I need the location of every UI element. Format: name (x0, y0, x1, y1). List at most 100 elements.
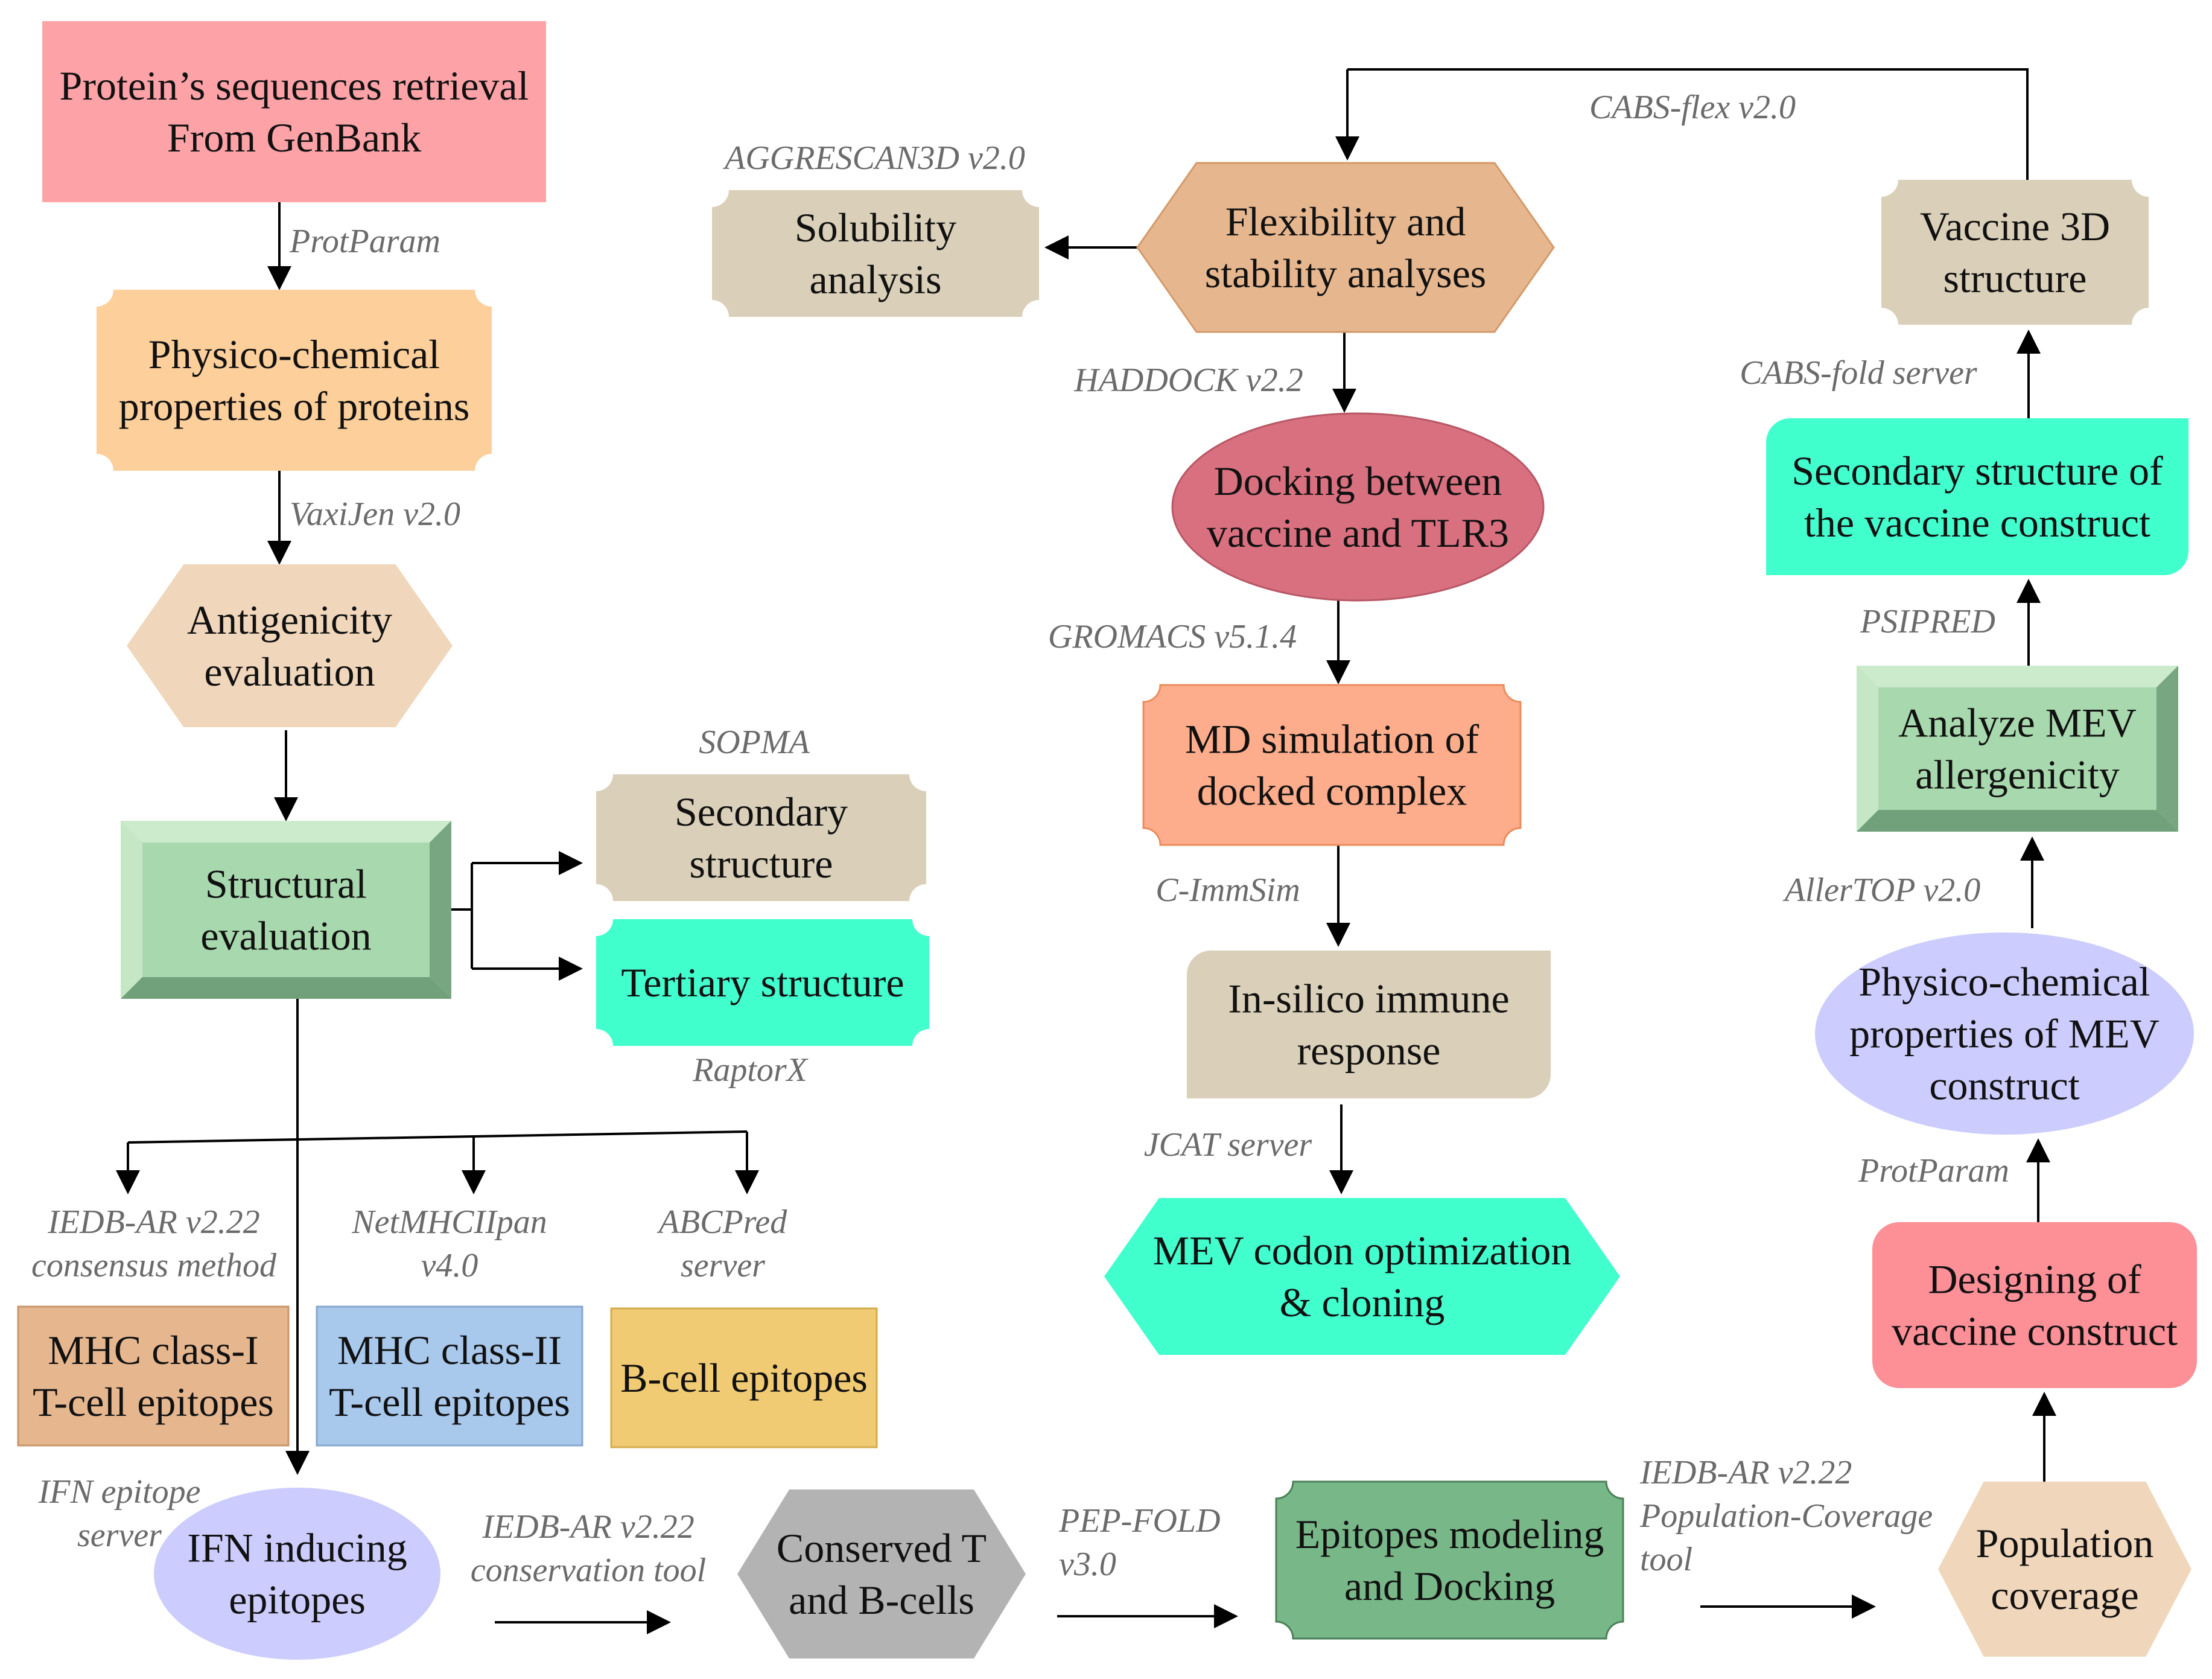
node-ifn: IFN inducing epitopes (154, 1488, 440, 1660)
tool-label-protparam1-0: ProtParam (289, 223, 440, 260)
node-label-md-1: docked complex (1197, 768, 1467, 814)
tool-label-pepfold-0: PEP-FOLD (1058, 1502, 1221, 1540)
node-label-secondary-0: Secondary (675, 789, 848, 835)
node-label-structural-0: Structural (205, 861, 367, 907)
tool-label-sopma-0: SOPMA (699, 724, 810, 761)
node-label-physmev-0: Physico-chemical (1858, 959, 2150, 1005)
node-label-population-0: Population (1976, 1520, 2154, 1566)
node-label-allergen-1: allergenicity (1915, 752, 2120, 798)
tool-label-iedb-conservation-1: conservation tool (471, 1552, 706, 1589)
tool-label-abcpred-0: ABCPred (656, 1203, 788, 1241)
node-label-bcell-0: B-cell epitopes (620, 1355, 868, 1401)
node-label-immune-0: In-silico immune (1228, 976, 1509, 1022)
tool-label-iedb-population-2: tool (1640, 1541, 1692, 1578)
node-label-designing-1: vaccine construct (1892, 1308, 2178, 1354)
tool-label-jcat-0: JCAT server (1144, 1126, 1312, 1164)
node-solub: Solubility analysis (712, 190, 1039, 317)
node-label-modeling-1: and Docking (1344, 1563, 1555, 1609)
node-label-ifn-0: IFN inducing (187, 1525, 407, 1571)
node-allergen: Analyze MEV allergenicity (1857, 666, 2178, 832)
node-label-seq-1: From GenBank (167, 115, 421, 161)
node-tertiary: Tertiary structure (596, 919, 929, 1046)
node-flex: Flexibility and stability analyses (1136, 162, 1555, 333)
node-label-modeling-0: Epitopes modeling (1295, 1511, 1604, 1557)
node-label-antigen-1: evaluation (204, 649, 375, 695)
node-mhc2: MHC class-II T-cell epitopes (316, 1305, 583, 1447)
node-label-mhc1-1: T-cell epitopes (33, 1379, 274, 1425)
node-label-mhc2-1: T-cell epitopes (329, 1379, 570, 1425)
node-label-conserved-1: and B-cells (789, 1577, 974, 1623)
node-bcell: B-cell epitopes (610, 1307, 878, 1448)
tool-label-protparam2-0: ProtParam (1858, 1152, 2009, 1190)
node-secondary: Secondary structure (596, 774, 926, 901)
node-label-physchem-0: Physico-chemical (148, 331, 440, 377)
node-modeling: Epitopes modeling and Docking (1275, 1480, 1624, 1640)
node-label-solub-0: Solubility (795, 205, 956, 250)
tool-label-netmhc-1: v4.0 (421, 1247, 478, 1284)
node-label-structural-1: evaluation (200, 913, 371, 959)
node-structural: Structural evaluation (121, 821, 451, 999)
tool-label-vaxijen-0: VaxiJen v2.0 (290, 495, 460, 533)
node-label-physmev-1: properties of MEV (1849, 1011, 2160, 1057)
node-immune: In-silico immune response (1187, 951, 1551, 1098)
tool-label-ifn-1: server (77, 1517, 162, 1554)
node-sec2: Secondary structure of the vaccine constr… (1766, 418, 2188, 575)
node-md: MD simulation of docked complex (1142, 684, 1522, 846)
tool-label-cabsfold-0: CABS-fold server (1740, 354, 1977, 392)
tool-label-psipred-0: PSIPRED (1860, 603, 1995, 640)
tool-label-cabsflex-0: CABS-flex v2.0 (1589, 89, 1796, 126)
line-vac3d-top (1347, 68, 2029, 180)
node-label-flex-1: stability analyses (1205, 250, 1486, 296)
tool-label-haddock-0: HADDOCK v2.2 (1073, 362, 1303, 399)
tool-label-netmhc-0: NetMHCIIpan (351, 1203, 547, 1241)
node-designing: Designing of vaccine construct (1872, 1222, 2197, 1388)
node-label-vac3d-0: Vaccine 3D (1920, 203, 2110, 249)
node-label-codon-0: MEV codon optimization (1153, 1228, 1572, 1273)
node-label-ifn-1: epitopes (229, 1577, 366, 1623)
tool-label-iedb-population-1: Population-Coverage (1639, 1497, 1933, 1535)
node-label-antigen-0: Antigenicity (187, 597, 392, 643)
node-label-flex-0: Flexibility and (1225, 199, 1466, 244)
tool-label-iedb-population-0: IEDB-AR v2.22 (1639, 1454, 1852, 1491)
tool-label-pepfold-1: v3.0 (1059, 1546, 1116, 1583)
node-physchem: Physico-chemical properties of proteins (97, 290, 492, 471)
tool-label-raptorx-0: RaptorX (692, 1051, 809, 1089)
tool-label-cimmsim-0: C-ImmSim (1155, 871, 1300, 909)
node-label-sec2-1: the vaccine construct (1804, 500, 2150, 546)
node-label-immune-1: response (1297, 1028, 1441, 1074)
node-label-sec2-0: Secondary structure of (1791, 448, 2163, 494)
node-physmev: Physico-chemical properties of MEV constru… (1815, 932, 2194, 1135)
node-label-md-0: MD simulation of (1185, 716, 1479, 762)
tool-label-ifn-0: IFN epitope (37, 1473, 200, 1511)
tool-label-gromacs-0: GROMACS v5.1.4 (1048, 618, 1297, 655)
tool-label-aggrescan-0: AGGRESCAN3D v2.0 (722, 139, 1025, 177)
line-epitope-bus (127, 1130, 748, 1144)
node-label-seq-0: Protein’s sequences retrieval (60, 63, 529, 109)
node-codon: MEV codon optimization& cloning (1104, 1198, 1620, 1355)
node-label-vac3d-1: structure (1943, 255, 2087, 301)
node-vac3d: Vaccine 3D structure (1881, 180, 2149, 325)
node-label-physchem-1: properties of proteins (119, 383, 470, 429)
node-label-population-1: coverage (1991, 1572, 2138, 1618)
node-antigen: Antigenicity evaluation (127, 564, 453, 727)
node-label-dock-0: Docking between (1214, 458, 1502, 504)
tool-label-abcpred-1: server (681, 1247, 765, 1284)
tool-label-iedb-consensus-1: consensus method (31, 1247, 277, 1284)
node-label-designing-0: Designing of (1928, 1257, 2141, 1302)
node-label-physmev-2: construct (1929, 1063, 2079, 1109)
tool-label-iedb-consensus-0: IEDB-AR v2.22 (47, 1203, 259, 1241)
node-label-allergen-0: Analyze MEV (1898, 700, 2137, 746)
connectors (116, 68, 2056, 1634)
node-label-mhc2-0: MHC class-II (337, 1327, 562, 1373)
node-label-secondary-1: structure (690, 841, 833, 887)
tool-label-iedb-conservation-0: IEDB-AR v2.22 (481, 1508, 694, 1546)
node-label-tertiary-0: Tertiary structure (621, 960, 904, 1005)
node-label-mhc1-0: MHC class-I (48, 1327, 258, 1373)
node-label-solub-1: analysis (809, 256, 941, 302)
